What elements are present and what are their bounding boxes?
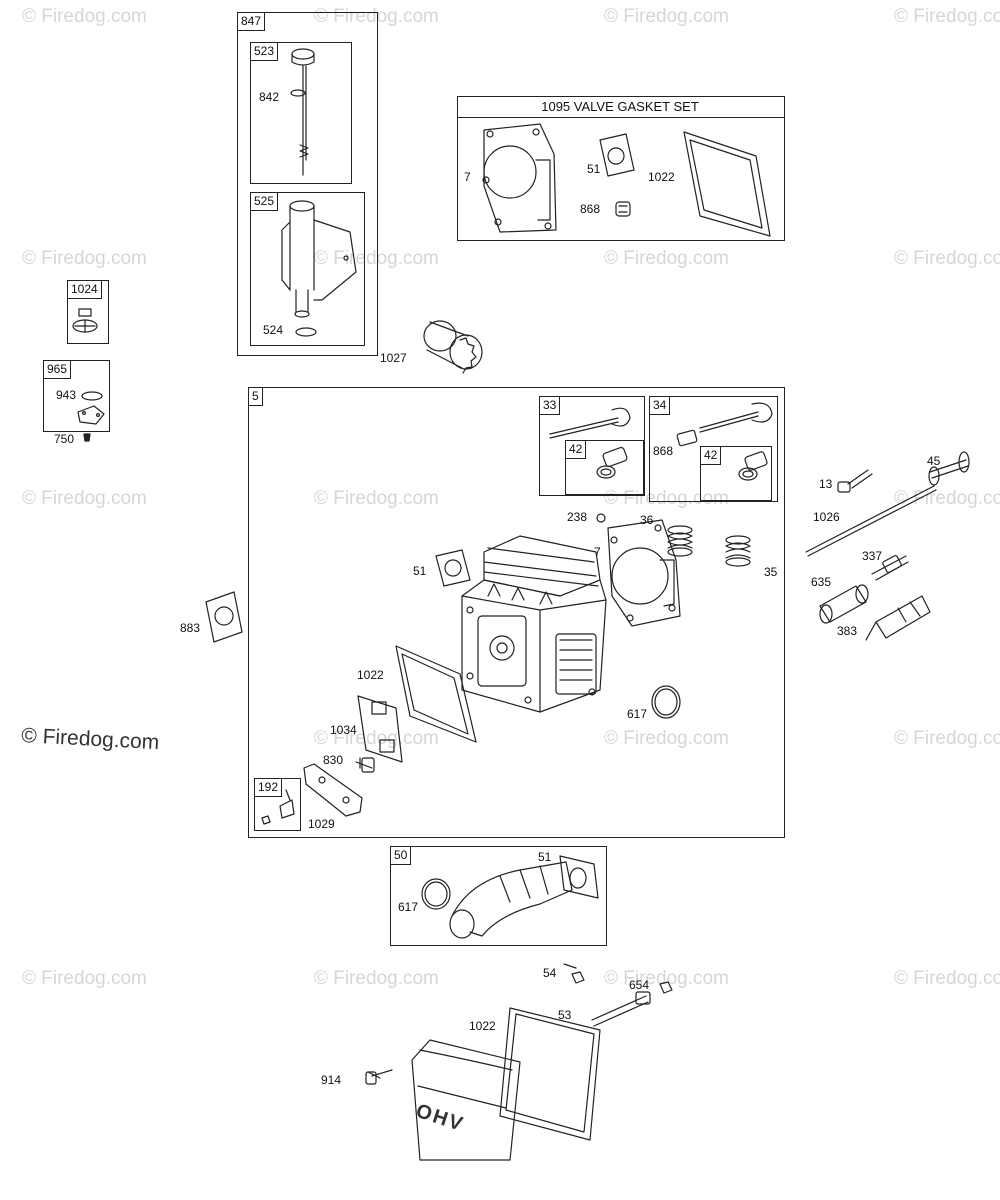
callout-524: 524 xyxy=(263,323,284,337)
callout-383: 383 xyxy=(837,624,858,638)
callout-914: 914 xyxy=(321,1073,342,1087)
watermark: © Firedog.com xyxy=(314,248,439,269)
callout-manifold-617: 617 xyxy=(398,900,419,914)
gasket-883 xyxy=(205,591,243,643)
callout-1022: 1022 xyxy=(357,668,384,682)
callout-35: 35 xyxy=(764,565,778,579)
callout-943: 943 xyxy=(56,388,77,402)
oil-fill-tube xyxy=(281,200,357,337)
head-gasket xyxy=(607,519,681,627)
callout-617: 617 xyxy=(627,707,648,721)
watermark: © Firedog.com xyxy=(22,248,147,269)
callout-337: 337 xyxy=(862,549,883,563)
callout-750: 750 xyxy=(54,432,75,446)
rocker-cover xyxy=(365,963,673,1161)
intake-gasket xyxy=(435,549,471,587)
callout-842: 842 xyxy=(259,90,280,104)
callout-45: 45 xyxy=(927,454,941,468)
watermark: © Firedog.com xyxy=(604,248,729,269)
kit-tag-33: 33 xyxy=(539,396,561,415)
exhaust-valve xyxy=(549,407,631,479)
watermark: © Firedog.com xyxy=(604,488,729,509)
watermark: © Firedog.com xyxy=(314,728,439,749)
o-ring xyxy=(651,685,681,719)
watermark: © Firedog.com xyxy=(894,6,1000,27)
kit-box-5 xyxy=(248,387,785,838)
watermark: © Firedog.com xyxy=(22,968,147,989)
callout-1027: 1027 xyxy=(380,351,407,365)
part-965 xyxy=(77,391,105,442)
guide-plate xyxy=(261,757,375,825)
kit-tag-525: 525 xyxy=(250,192,279,211)
kit-tag-1024: 1024 xyxy=(67,280,102,299)
callout-13: 13 xyxy=(819,477,833,491)
kit-tag-847: 847 xyxy=(237,12,266,31)
valve-gasket-set-title: 1095 VALVE GASKET SET xyxy=(541,99,699,114)
kit-box-50 xyxy=(390,846,607,946)
callout-53: 53 xyxy=(558,1008,572,1022)
callout-valve-set-868: 868 xyxy=(580,202,601,216)
intake-manifold xyxy=(421,855,599,939)
right-parts xyxy=(805,451,970,641)
callout-635: 635 xyxy=(811,575,832,589)
kit-tag-5: 5 xyxy=(248,387,263,406)
kit-tag-34: 34 xyxy=(649,396,671,415)
callout-238: 238 xyxy=(567,510,588,524)
callout-1026: 1026 xyxy=(813,510,840,524)
callout-868: 868 xyxy=(653,444,674,458)
kit-box-33 xyxy=(539,396,645,496)
callout-830: 830 xyxy=(323,753,344,767)
callout-51: 51 xyxy=(413,564,427,578)
rocker-plate xyxy=(357,695,403,763)
kit-tag-42a: 42 xyxy=(565,440,587,459)
kit-tag-523: 523 xyxy=(250,42,279,61)
watermark: © Firedog.com xyxy=(894,968,1000,989)
callout-cover-1022: 1022 xyxy=(469,1019,496,1033)
kit-header-1095 xyxy=(457,96,785,118)
oil-filter xyxy=(423,320,483,374)
valve-springs xyxy=(596,513,751,567)
callout-valve-set-7: 7 xyxy=(464,170,471,184)
callout-valve-set-1022: 1022 xyxy=(648,170,675,184)
watermark: © Firedog.com xyxy=(894,728,1000,749)
kit-box-42a xyxy=(565,440,644,495)
kit-tag-42b: 42 xyxy=(700,446,722,465)
kit-box-34 xyxy=(649,396,778,502)
watermark: © Firedog.com xyxy=(604,6,729,27)
kit-tag-192: 192 xyxy=(254,778,283,797)
callout-7: 7 xyxy=(594,545,601,559)
callout-valve-set-51: 51 xyxy=(587,162,601,176)
callout-1034: 1034 xyxy=(330,723,357,737)
callout-54: 54 xyxy=(543,966,557,980)
callout-36: 36 xyxy=(640,513,654,527)
kit-tag-50: 50 xyxy=(390,846,412,865)
kit-box-525 xyxy=(250,192,365,346)
watermark: © Firedog.com xyxy=(894,248,1000,269)
callout-883: 883 xyxy=(180,621,201,635)
callout-1029: 1029 xyxy=(308,817,335,831)
watermark: © Firedog.com xyxy=(314,488,439,509)
watermark: © Firedog.com xyxy=(314,968,439,989)
watermark: © Firedog.com xyxy=(22,488,147,509)
dipstick xyxy=(290,48,315,176)
rocker-cover-gasket xyxy=(395,645,477,743)
valve-gasket-set xyxy=(482,123,771,237)
callout-654: 654 xyxy=(629,978,650,992)
watermark: © Firedog.com xyxy=(604,968,729,989)
part-1024 xyxy=(72,308,98,333)
callout-manifold-51: 51 xyxy=(538,850,552,864)
kit-box-965 xyxy=(43,360,110,432)
cylinder-head xyxy=(461,535,607,713)
kit-tag-965: 965 xyxy=(43,360,72,379)
watermark: © Firedog.com xyxy=(314,6,439,27)
watermark: © Firedog.com xyxy=(604,728,729,749)
kit-box-42b xyxy=(700,446,772,501)
watermark: © Firedog.com xyxy=(22,6,147,27)
kit-box-523 xyxy=(250,42,352,184)
kit-box-847 xyxy=(237,12,378,356)
intake-valve xyxy=(676,402,773,481)
